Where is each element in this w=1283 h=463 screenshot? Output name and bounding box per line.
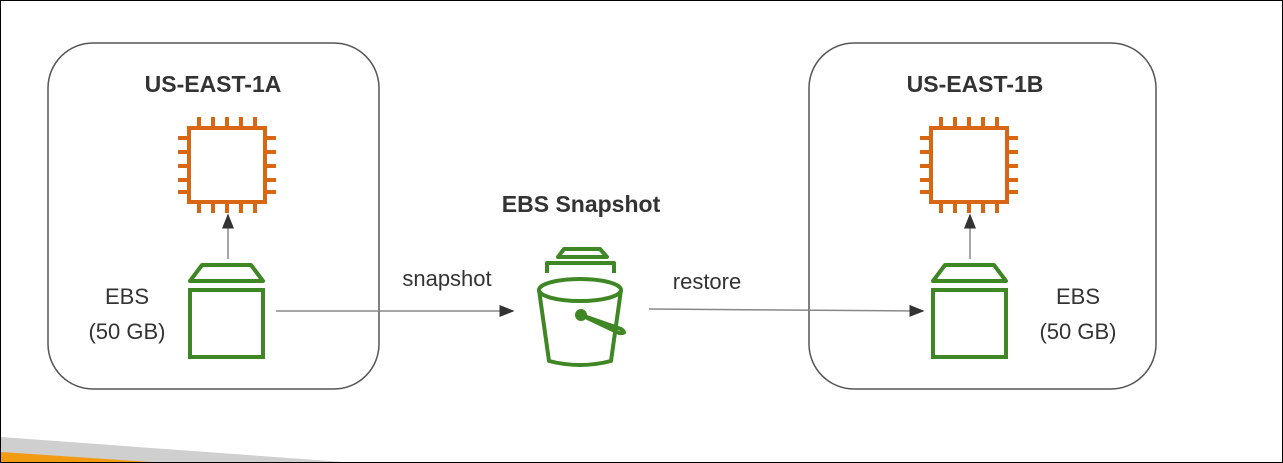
s3-bucket-icon [537, 247, 626, 367]
volume-size: (50 GB) [1039, 319, 1117, 344]
snapshot-arrow-label: snapshot [402, 266, 492, 291]
ebs-volume-label: EBS (50 GB) [88, 279, 165, 349]
snapshot-title: EBS Snapshot [501, 191, 661, 217]
ebs-volume-icon [188, 263, 265, 359]
restore-arrow-label: restore [672, 269, 742, 294]
ec2-instance-icon [176, 115, 278, 215]
volume-size: (50 GB) [88, 319, 166, 344]
decorative-band [1, 437, 344, 462]
ebs-volume-icon [931, 263, 1008, 359]
zone-title: US-EAST-1A [144, 71, 282, 97]
volume-type: EBS [1055, 284, 1101, 309]
zone-box-us-east-1a [47, 42, 380, 390]
ebs-volume-label: EBS (50 GB) [1039, 279, 1116, 349]
zone-title: US-EAST-1B [906, 71, 1044, 97]
restore-arrow [648, 304, 925, 317]
ec2-instance-icon [918, 115, 1020, 215]
accent-band [1, 452, 151, 462]
zone-box-us-east-1b [808, 42, 1157, 390]
volume-type: EBS [104, 284, 150, 309]
